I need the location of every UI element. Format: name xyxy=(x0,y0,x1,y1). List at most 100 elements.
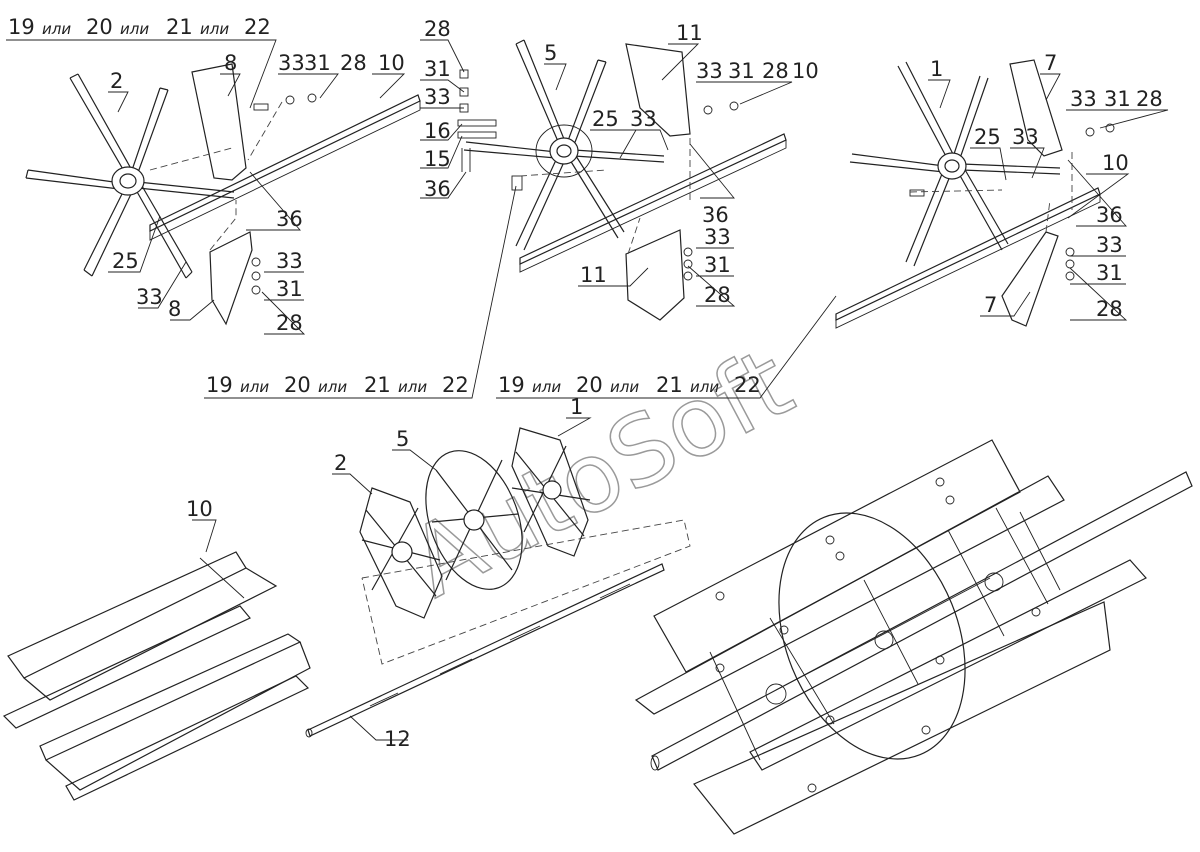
assembled-shaft xyxy=(651,471,1193,771)
label-stack-36: 36 xyxy=(424,177,451,201)
label-spider-1: 1 xyxy=(930,57,943,81)
label-mid-hw-31: 31 xyxy=(728,59,755,83)
alt-row1-sep-1: или xyxy=(240,378,269,396)
alt-sep-1: или xyxy=(42,20,71,38)
label-right-hw-33: 33 xyxy=(1070,87,1097,111)
alt-row1-sep-3: или xyxy=(398,378,427,396)
label-hw-bottom-28: 28 xyxy=(276,311,303,335)
spider-5 xyxy=(463,39,665,251)
label-disc-11-top: 11 xyxy=(676,21,703,45)
alt-row1-21: 21 xyxy=(364,373,391,397)
center-spider-1 xyxy=(511,427,591,557)
spider-2 xyxy=(25,73,235,279)
center-spider-2 xyxy=(359,487,443,619)
center-spider-5 xyxy=(425,450,523,590)
label-right-hw-bottom-33: 33 xyxy=(1096,233,1123,257)
plate-8-bottom xyxy=(209,231,253,326)
shaft-12 xyxy=(305,563,665,738)
alt-label-22: 22 xyxy=(244,15,271,39)
label-bolt-36: 36 xyxy=(276,207,303,231)
alt-row1-19: 19 xyxy=(206,373,233,397)
label-bars-10: 10 xyxy=(186,497,213,521)
spider-1 xyxy=(849,61,1061,267)
label-mid-hw-bottom-33: 33 xyxy=(704,225,731,249)
label-right-hw-bottom-28: 28 xyxy=(1096,297,1123,321)
alt-row2-20: 20 xyxy=(576,373,603,397)
alt-label-19: 19 xyxy=(8,15,35,39)
label-center-spider-5: 5 xyxy=(396,427,409,451)
alt-row2-sep-1: или xyxy=(532,378,561,396)
alt-row1-20: 20 xyxy=(284,373,311,397)
label-stack-28: 28 xyxy=(424,17,451,41)
label-stack-33: 33 xyxy=(424,85,451,109)
label-right-bar-10: 10 xyxy=(1102,151,1129,175)
label-hw-bottom-33: 33 xyxy=(276,249,303,273)
label-stack-16: 16 xyxy=(424,119,451,143)
label-plate-7-bottom: 7 xyxy=(984,293,997,317)
alt-sep-3: или xyxy=(200,20,229,38)
label-spider-2: 2 xyxy=(110,69,123,93)
plate-7-top xyxy=(1009,59,1063,157)
label-center-spider-1: 1 xyxy=(570,395,583,419)
label-shaft-12: 12 xyxy=(384,727,411,751)
label-washer-33: 33 xyxy=(136,285,163,309)
label-plate-8-bottom: 8 xyxy=(168,297,181,321)
alt-row2-22: 22 xyxy=(734,373,761,397)
label-mid-washer-33: 33 xyxy=(630,107,657,131)
alt-row2-19: 19 xyxy=(498,373,525,397)
label-right-hw-28: 28 xyxy=(1136,87,1163,111)
alt-row2-sep-3: или xyxy=(690,378,719,396)
label-right-washer-33: 33 xyxy=(1012,125,1039,149)
label-bar-10: 10 xyxy=(378,51,405,75)
label-plate-7-top: 7 xyxy=(1044,51,1057,75)
label-hw-28: 28 xyxy=(340,51,367,75)
alt-row1-sep-2: или xyxy=(318,378,347,396)
label-center-spider-2: 2 xyxy=(334,451,347,475)
alt-row2-21: 21 xyxy=(656,373,683,397)
hardware-left xyxy=(251,93,317,295)
bottom-left-bars: 10 xyxy=(2,497,311,801)
label-hw-33: 33 xyxy=(278,51,305,75)
bar-10-right xyxy=(835,187,1101,321)
top-right-subassembly: 1 7 33 31 28 25 33 10 36 33 31 28 7 xyxy=(835,51,1169,329)
label-right-screw-25: 25 xyxy=(974,125,1001,149)
label-right-hw-bottom-31: 31 xyxy=(1096,261,1123,285)
disc-11-bottom xyxy=(625,229,685,321)
label-stack-31: 31 xyxy=(424,57,451,81)
hardware-middle xyxy=(457,69,739,281)
label-mid-hw-bottom-31: 31 xyxy=(704,253,731,277)
label-mid-hw-bottom-28: 28 xyxy=(704,283,731,307)
alt-label-21: 21 xyxy=(166,15,193,39)
disc-11-top xyxy=(625,43,691,137)
leaders-left xyxy=(6,39,406,335)
label-plate-8-top: 8 xyxy=(224,51,237,75)
plate-8-top xyxy=(191,63,247,181)
label-stack-15: 15 xyxy=(424,147,451,171)
label-screw-25: 25 xyxy=(112,249,139,273)
label-spider-5: 5 xyxy=(544,41,557,65)
alt-sep-2: или xyxy=(120,20,149,38)
leaders-center xyxy=(332,417,592,741)
top-middle-subassembly: 28 31 33 16 15 36 5 11 33 31 28 10 25 33… xyxy=(420,17,819,321)
alt-row1-22: 22 xyxy=(442,373,469,397)
alternatives-row: 19 или 20 или 21 или 22 19 или 20 или 21… xyxy=(204,185,837,399)
center-subassembly: 2 5 1 12 xyxy=(305,395,691,751)
label-mid-hw-33: 33 xyxy=(696,59,723,83)
leaders-right xyxy=(928,73,1169,321)
label-mid-screw-25: 25 xyxy=(592,107,619,131)
label-mid-bolt-36: 36 xyxy=(702,203,729,227)
label-mid-hw-28: 28 xyxy=(762,59,789,83)
label-hw-bottom-31: 31 xyxy=(276,277,303,301)
alt-row2-sep-2: или xyxy=(610,378,639,396)
leaders-middle xyxy=(420,39,793,307)
label-right-bolt-36: 36 xyxy=(1096,203,1123,227)
label-mid-bar-10: 10 xyxy=(792,59,819,83)
plate-7-bottom xyxy=(1001,231,1059,327)
label-right-hw-31: 31 xyxy=(1104,87,1131,111)
top-left-subassembly: 19 или 20 или 21 или 22 2 8 33 31 28 10 … xyxy=(6,15,421,335)
watermark-text: AutoSoft xyxy=(393,326,810,618)
assembled-reel xyxy=(634,439,1193,835)
label-disc-11-bottom: 11 xyxy=(580,263,607,287)
